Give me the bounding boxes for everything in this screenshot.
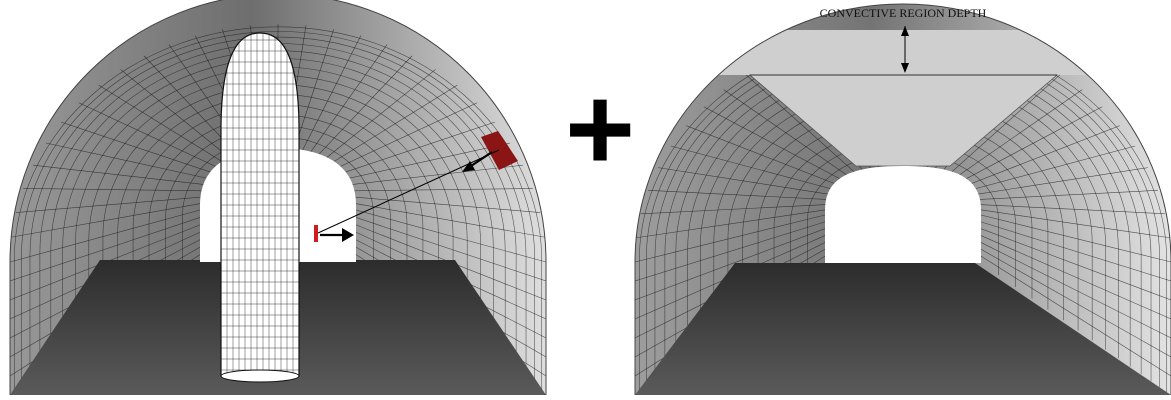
right-tunnel-far-opening bbox=[825, 166, 981, 263]
left-tunnel-with-fire bbox=[0, 0, 560, 400]
fire-plume-body bbox=[215, 30, 305, 382]
plus-symbol: + bbox=[565, 62, 635, 196]
right-tunnel-convective: CONVECTIVE REGION DEPTH bbox=[620, 0, 1171, 400]
target-element-marker bbox=[314, 225, 318, 242]
convective-region-depth-label: CONVECTIVE REGION DEPTH bbox=[820, 6, 987, 20]
